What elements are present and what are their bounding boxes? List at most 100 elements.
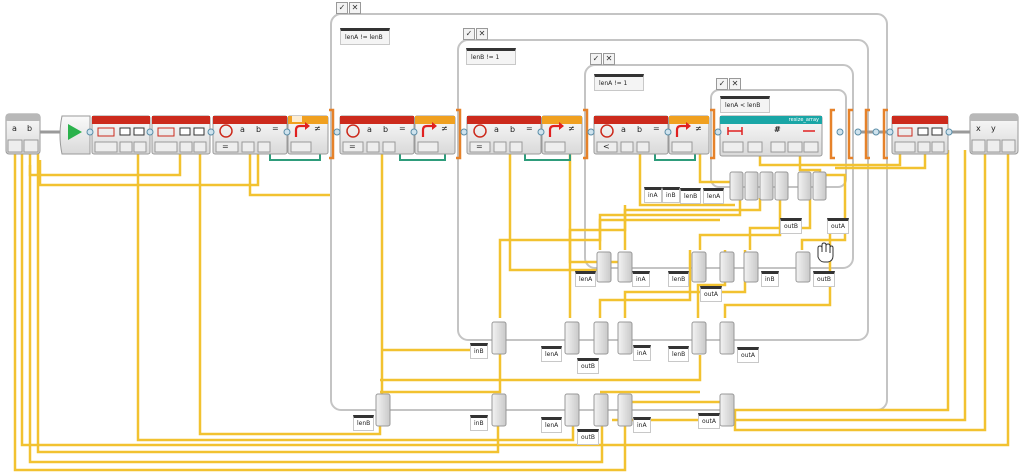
loop-arrow-icon [421,124,432,137]
var-label-inA: inA [633,417,651,433]
switch-block-top[interactable] [287,115,329,155]
variable-node-group[interactable] [375,171,827,427]
loop-level3-check-icon[interactable]: ✓ [590,53,602,65]
var-label-lenB: lenB [680,188,702,204]
wire-input-a-long [13,150,627,472]
loop-outer-check-icon[interactable]: ✓ [336,2,348,14]
var-label-outA: outA [700,286,722,302]
loop-level3-condition[interactable]: lenA != 1 [594,74,644,91]
var-label-outB: outB [577,358,599,374]
compare-l3-op: < [603,142,610,151]
compare-icon [600,124,614,138]
start-block[interactable] [59,115,91,155]
hand-cursor-icon [817,242,834,263]
compare-l1-op: = [349,142,356,151]
array-length-block-a[interactable] [91,115,151,155]
var-label-lenA: lenA [541,417,563,433]
input-parameter-block[interactable] [5,113,41,155]
var-label-lenA: lenA [703,188,725,204]
compare-l2-b: b [510,125,516,134]
play-icon [68,124,82,140]
loop-level2-check-icon[interactable]: ✓ [463,28,475,40]
compare-l1-b: b [383,125,389,134]
switch-l3-symbol: ≠ [695,124,702,133]
switch-l1-symbol: ≠ [441,124,448,133]
compare-block-level2[interactable] [466,115,542,155]
switch-block-level3[interactable] [668,115,710,155]
input-param-b: b [27,124,33,133]
loop-outer-condition[interactable]: lenA != lenB [340,28,390,45]
var-label-inA: inA [632,271,650,287]
switch-block-level2[interactable] [541,115,583,155]
bool-wire-group [269,150,696,161]
loop-level3-controls: ✓ ✕ [590,53,615,65]
var-label-inB: inB [470,343,488,359]
loop-inner-close-icon[interactable]: ✕ [729,78,741,90]
loop-arrow-icon [548,124,559,137]
loop-frame-level3[interactable] [584,64,854,269]
var-label-outA: outA [698,413,720,429]
compare-l2-op: = [476,142,483,151]
var-label-inA: inA [633,345,651,361]
sequence-connector-group [86,128,953,136]
resize-array-title: resize_array [720,116,822,124]
loop-outer-close-icon[interactable]: ✕ [349,2,361,14]
var-label-outB: outB [780,218,802,234]
compare-icon [473,124,487,138]
compare-block-level1[interactable] [339,115,415,155]
input-param-a: a [12,124,17,133]
compare-l1-eq: = [399,124,406,133]
var-label-lenA: lenA [575,271,597,287]
var-label-outA: outA [827,218,849,234]
compare-l3-b: b [637,125,643,134]
output-param-y: y [991,124,996,133]
loop-arrow-icon [294,124,305,137]
resize-array-hash: # [774,125,781,134]
var-label-outA: outA [737,347,759,363]
loop-bracket-group[interactable] [329,108,888,160]
switch-top-symbol: ≠ [314,124,321,133]
output-parameter-block[interactable] [969,113,1019,155]
loop-arrow-icon [675,124,686,137]
switch-block-level1[interactable] [414,115,456,155]
var-label-lenB: lenB [353,415,375,431]
compare-l3-a: a [621,125,626,134]
var-label-outB: outB [813,271,835,287]
compare-l3-eq: = [653,124,660,133]
loop-frame-level2[interactable] [457,39,869,341]
wire-input-b-long [28,150,604,464]
array-in-icon [727,127,743,135]
wire-group [13,150,1010,472]
var-label-lenA: lenA [541,346,563,362]
compare-icon [219,124,233,138]
compare-l1-a: a [367,125,372,134]
loop-outer-controls: ✓ ✕ [336,2,361,14]
var-label-inB: inB [662,187,680,203]
var-label-lenB: lenB [668,346,690,362]
compare-top-a: a [240,125,245,134]
loop-frame-outer[interactable] [330,13,888,411]
array-length-block-out[interactable] [891,115,949,155]
compare-top-op: = [222,142,229,151]
loop-level2-condition[interactable]: lenB != 1 [466,48,516,65]
loop-level3-close-icon[interactable]: ✕ [603,53,615,65]
compare-top-b: b [256,125,262,134]
var-label-inA: inA [644,187,662,203]
loop-level2-controls: ✓ ✕ [463,28,488,40]
loop-inner-controls: ✓ ✕ [716,78,741,90]
loop-inner-check-icon[interactable]: ✓ [716,78,728,90]
compare-l2-eq: = [526,124,533,133]
compare-top-eq: = [272,124,279,133]
compare-l2-a: a [494,125,499,134]
var-label-outB: outB [577,429,599,445]
compare-icon [346,124,360,138]
loop-inner-condition[interactable]: lenA < lenB [720,96,770,113]
output-param-x: x [976,124,981,133]
var-label-lenB: lenB [668,271,690,287]
loop-level2-close-icon[interactable]: ✕ [476,28,488,40]
var-label-inB: inB [470,415,488,431]
array-length-block-b[interactable] [151,115,211,155]
switch-l2-symbol: ≠ [568,124,575,133]
var-label-inB: inB [761,271,779,287]
